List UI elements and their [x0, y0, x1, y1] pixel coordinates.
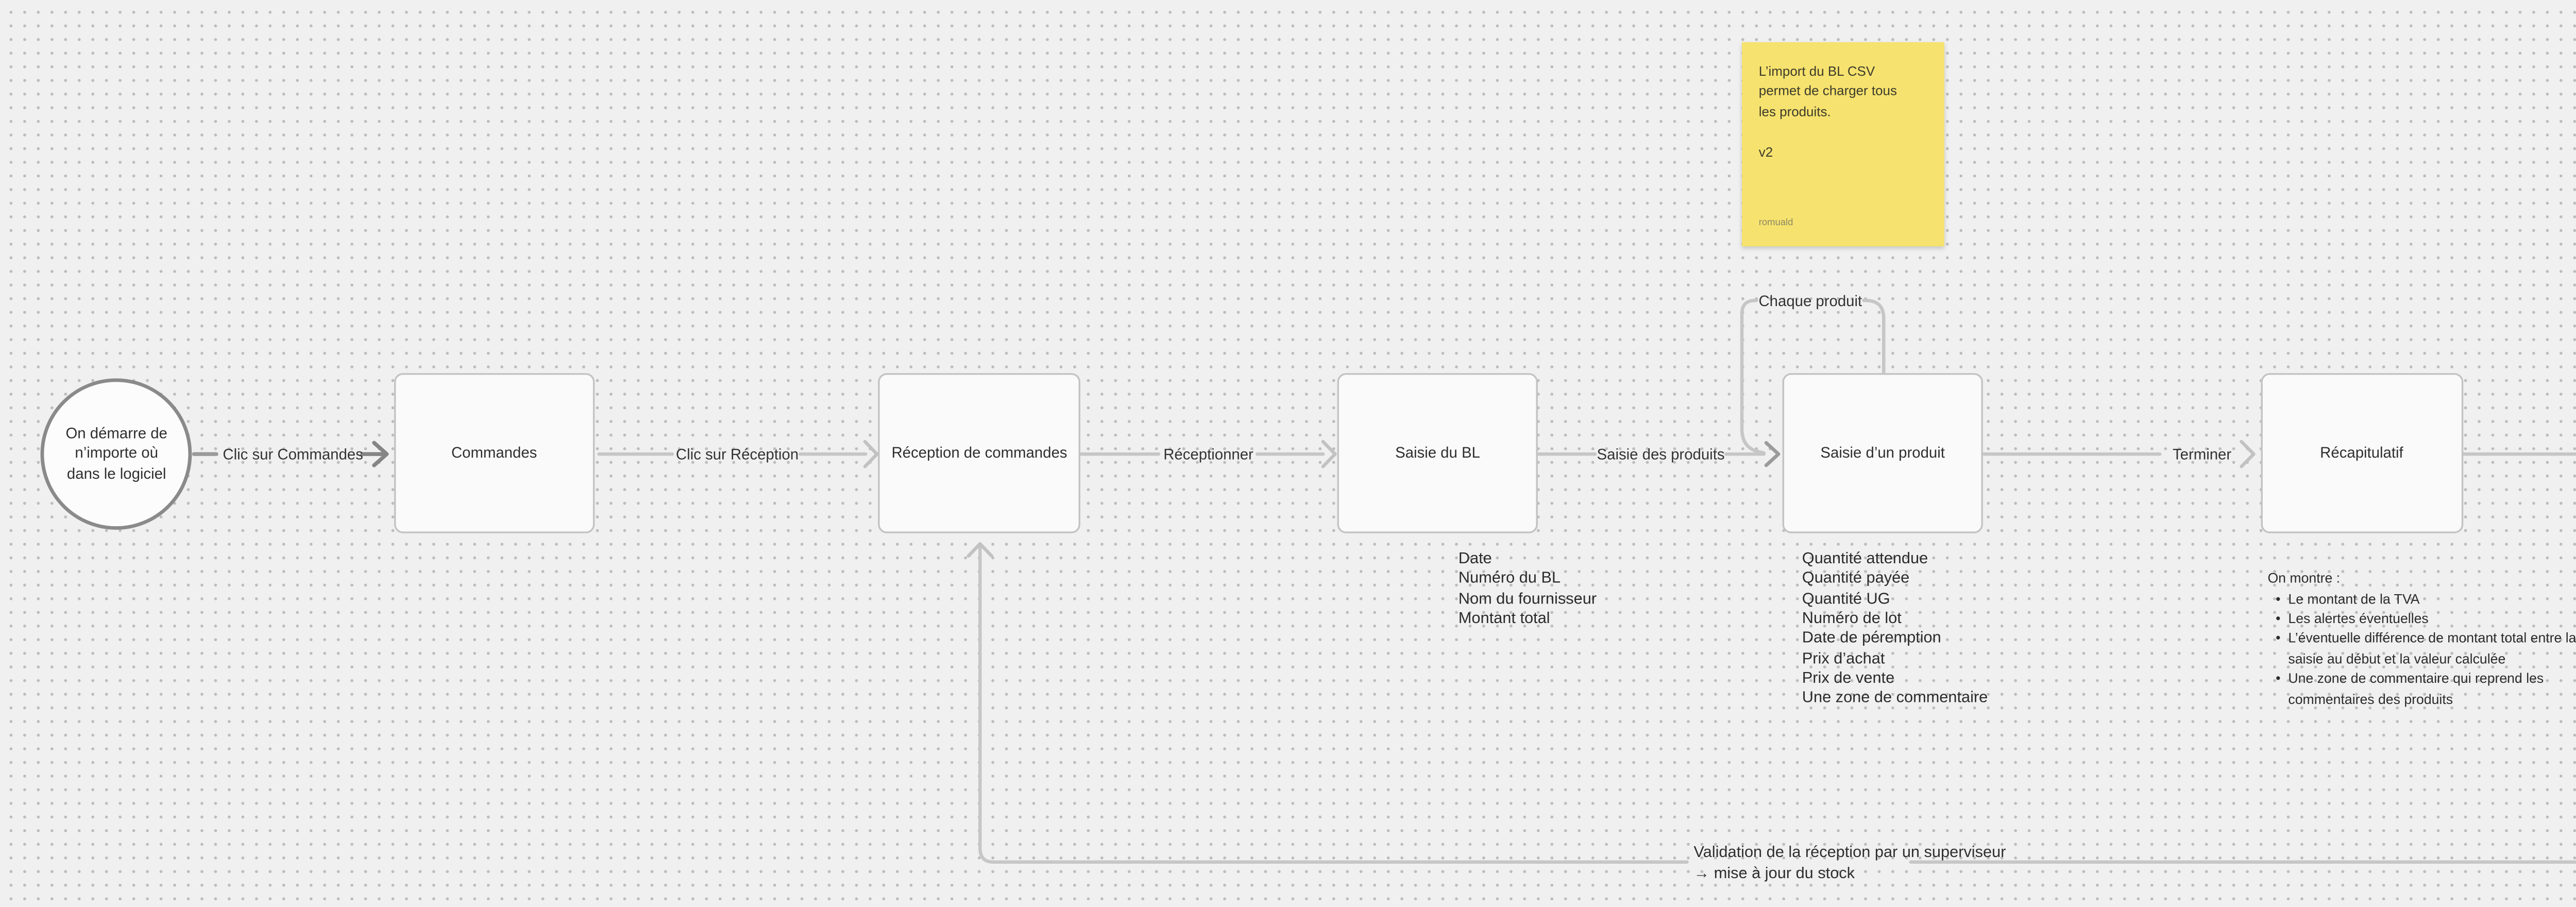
node-commandes[interactable]: Commandes — [393, 372, 595, 534]
product-field: Prix de vente — [1802, 668, 1895, 686]
edge-label-clic-sur-reception[interactable]: Clic sur Réception — [675, 445, 799, 463]
product-field: Une zone de commentaire — [1802, 688, 1988, 707]
connector-feedback-left[interactable] — [978, 542, 1689, 864]
connector-product-loop-out[interactable] — [1862, 298, 1886, 374]
start-node-label: On démarre de n’importe où dans le logic… — [65, 424, 167, 482]
bl-field-list[interactable]: Date Numéro du BL Nom du fournisseur Mon… — [1459, 549, 1597, 629]
validation-line-2: → mise à jour du stock — [1693, 864, 1855, 882]
edge-label-saisie-des-produits[interactable]: Saisie des produits — [1597, 445, 1725, 463]
node-label: Saisie d’un produit — [1820, 444, 1945, 462]
recap-intro: On montre : — [2267, 570, 2341, 586]
connector-product-loop-in[interactable] — [1740, 298, 1766, 455]
arrowhead-icon — [2240, 440, 2256, 468]
sticky-note-author: romuald — [1758, 217, 1793, 228]
bl-field: Nom du fournisseur — [1458, 589, 1597, 607]
arrowhead-icon — [1321, 440, 1337, 468]
bl-field: Montant total — [1458, 609, 1550, 627]
product-field-list[interactable]: Quantité attendue Quantité payée Quantit… — [1802, 549, 1988, 709]
node-reception-de-commandes[interactable]: Réception de commandes — [878, 372, 1081, 534]
product-field: Prix d’achat — [1802, 648, 1885, 666]
edge-label-receptionner[interactable]: Réceptionner — [1163, 445, 1253, 463]
arrowhead-icon — [360, 441, 389, 467]
node-saisie-dun-produit[interactable]: Saisie d’un produit — [1782, 372, 1984, 534]
edge-label-chaque-produit[interactable]: Chaque produit — [1758, 291, 1862, 310]
sticky-note[interactable]: L’import du BL CSV permet de charger tou… — [1741, 42, 1944, 247]
bl-field: Numéro du BL — [1458, 568, 1561, 587]
node-recapitulatif[interactable]: Récapitulatif — [2260, 372, 2463, 534]
product-field: Numéro de lot — [1802, 609, 1902, 627]
arrowhead-icon — [863, 440, 879, 468]
recap-bullet: L’éventuelle différence de montant total… — [2267, 629, 2576, 669]
recap-bullet: Les alertes éventuelles — [2267, 609, 2576, 630]
validation-line-1: Validation de la réception par un superv… — [1693, 843, 2006, 862]
start-node[interactable]: On démarre de n’importe où dans le logic… — [40, 378, 193, 530]
recap-notes[interactable]: On montre : Le montant de la TVA Les ale… — [2267, 568, 2576, 710]
edge-label-clic-sur-commandes[interactable]: Clic sur Commandes — [223, 445, 363, 463]
arrowhead-up-icon — [967, 542, 994, 558]
node-label: Récapitulatif — [2320, 444, 2403, 462]
product-field: Date de péremption — [1802, 628, 1941, 647]
sticky-note-text: L’import du BL CSV permet de charger tou… — [1758, 62, 1897, 161]
recap-bullet: Une zone de commentaire qui reprend les … — [2267, 669, 2576, 710]
node-label: Réception de commandes — [891, 444, 1067, 462]
node-saisie-du-bl[interactable]: Saisie du BL — [1337, 372, 1538, 534]
edge-label-terminer[interactable]: Terminer — [2173, 445, 2232, 463]
product-field: Quantité UG — [1802, 589, 1890, 607]
product-field: Quantité payée — [1802, 568, 1910, 587]
bl-field: Date — [1458, 549, 1492, 567]
product-field: Quantité attendue — [1802, 549, 1928, 567]
node-label: Commandes — [451, 444, 537, 462]
arrowhead-icon — [1764, 441, 1781, 467]
node-label: Saisie du BL — [1395, 444, 1480, 462]
recap-bullet: Le montant de la TVA — [2267, 589, 2576, 610]
edge-label-validation-superviseur[interactable]: Validation de la réception par un superv… — [1693, 844, 2006, 884]
